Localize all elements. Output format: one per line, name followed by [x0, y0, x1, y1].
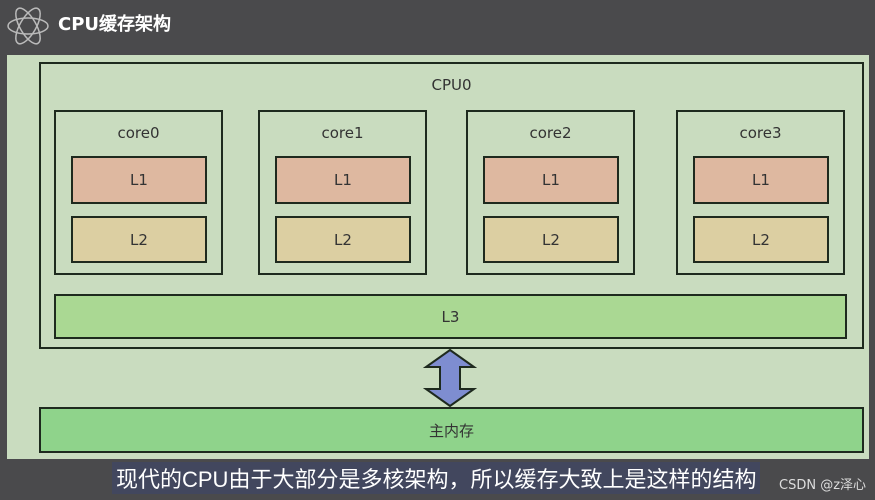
memory-label: 主内存 — [428, 421, 474, 440]
core-label: core1 — [321, 124, 364, 142]
core-label: core3 — [739, 124, 782, 142]
l1-label: L1 — [542, 171, 560, 189]
l1-label: L1 — [334, 171, 352, 189]
l2-label: L2 — [752, 230, 770, 249]
l2-cache: L2 — [71, 216, 207, 263]
core-label: core0 — [117, 124, 160, 142]
core-box: core3 — [676, 110, 845, 275]
l1-label: L1 — [752, 171, 770, 189]
l2-cache: L2 — [483, 216, 619, 263]
main-memory: 主内存 — [39, 407, 864, 453]
l1-label: L1 — [130, 171, 148, 189]
l2-cache: L2 — [275, 216, 411, 263]
watermark: CSDN @z泽心 — [779, 478, 867, 493]
cpu-label: CPU0 — [431, 76, 472, 94]
double-arrow-icon — [423, 349, 477, 407]
l3-label: L3 — [441, 307, 460, 326]
l1-cache: L1 — [275, 156, 411, 204]
l2-label: L2 — [334, 230, 352, 249]
l2-label: L2 — [542, 230, 560, 249]
core-label: core2 — [529, 124, 572, 142]
l2-label: L2 — [130, 230, 148, 249]
subtitle: 现代的CPU由于大部分是多核架构，所以缓存大致上是这样的结构 — [112, 462, 761, 494]
page-title: CPU缓存架构 — [58, 14, 172, 35]
l3-cache: L3 — [54, 294, 847, 339]
l2-cache: L2 — [693, 216, 829, 263]
l1-cache: L1 — [693, 156, 829, 204]
core-box: core2 — [466, 110, 635, 275]
l1-cache: L1 — [483, 156, 619, 204]
core-box: core1 — [258, 110, 427, 275]
l1-cache: L1 — [71, 156, 207, 204]
core-box: core0 — [54, 110, 223, 275]
cpu-box: CPU0 — [39, 62, 864, 349]
atom-icon — [7, 7, 49, 45]
